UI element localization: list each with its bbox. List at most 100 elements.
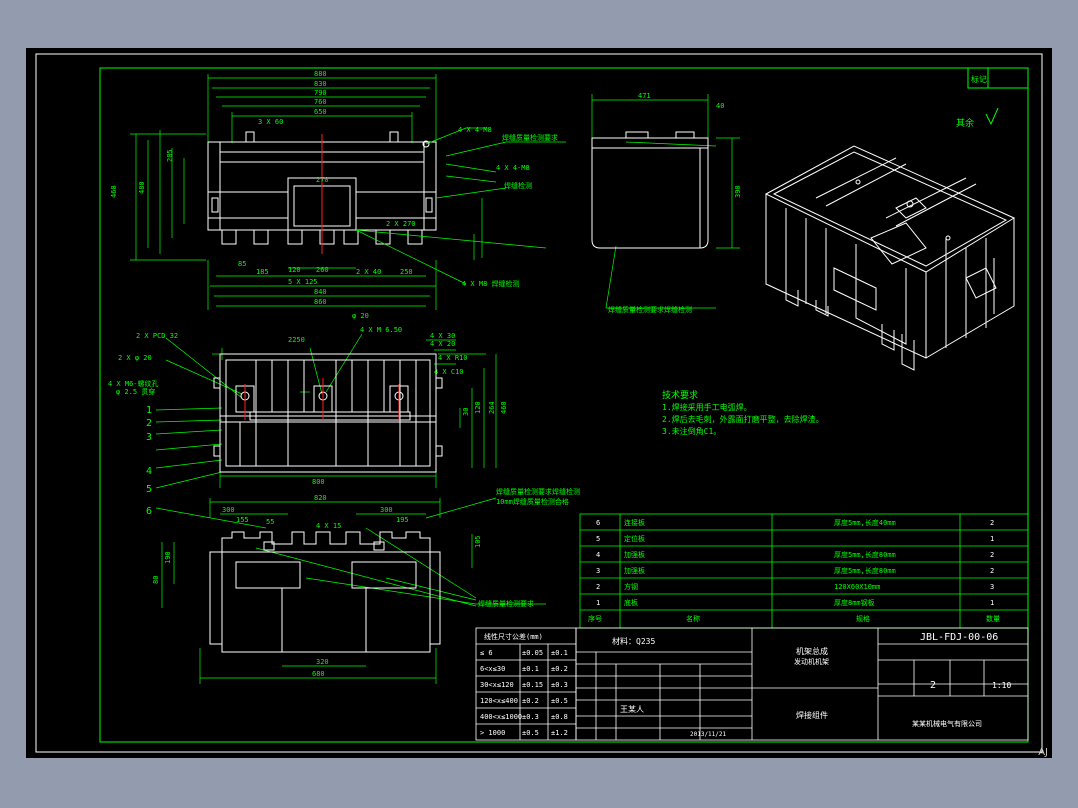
svg-text:30: 30 xyxy=(462,408,470,416)
part-subname: 发动机机架 xyxy=(794,657,829,666)
front-view xyxy=(155,333,497,489)
tol-fine: ±0.2 xyxy=(522,697,539,705)
bom-qty: 2 xyxy=(990,567,994,575)
corner-tag: AJ xyxy=(1038,747,1048,758)
bom-spec: 厚度8mm钢板 xyxy=(834,598,875,607)
svg-text:2: 2 xyxy=(146,418,152,429)
company-name: 某某机械电气有限公司 xyxy=(912,719,982,728)
tol-range: ≤ 6 xyxy=(480,649,493,657)
svg-text:80: 80 xyxy=(152,576,160,584)
tol-fine: ±0.15 xyxy=(522,681,543,689)
dim-830: 830 xyxy=(314,80,327,88)
drawing-canvas[interactable]: 标记 其余 xyxy=(26,48,1052,758)
outer-frame xyxy=(35,53,1043,753)
svg-text:5 X 125: 5 X 125 xyxy=(288,278,318,286)
bottom-view xyxy=(155,497,546,684)
tolerance-title: 线性尺寸公差(mm) xyxy=(484,632,543,641)
bom-no: 4 xyxy=(596,551,600,559)
tol-range: 400<x≤1000 xyxy=(480,713,522,721)
bom-spec: 厚度5mm,长度80mm xyxy=(834,566,896,575)
tol-fine: ±0.1 xyxy=(522,665,539,673)
tol-medium: ±1.2 xyxy=(551,729,568,737)
svg-text:6: 6 xyxy=(146,506,152,517)
svg-text:390: 390 xyxy=(734,185,742,198)
bom-table xyxy=(579,513,1029,629)
part-numbers: 1 2 3 4 5 6 xyxy=(146,405,152,517)
tol-range: > 1000 xyxy=(480,729,505,737)
svg-text:40: 40 xyxy=(716,102,724,110)
svg-text:4 X 20: 4 X 20 xyxy=(430,340,455,348)
svg-text:860: 860 xyxy=(314,298,327,306)
svg-text:320: 320 xyxy=(316,658,329,666)
drawing-number: JBL-FDJ-00-06 xyxy=(920,632,998,643)
tol-fine: ±0.05 xyxy=(522,649,543,657)
tol-medium: ±0.8 xyxy=(551,713,568,721)
svg-text:285: 285 xyxy=(166,149,174,162)
tol-fine: ±0.5 xyxy=(522,729,539,737)
svg-text:840: 840 xyxy=(314,288,327,296)
mark-box xyxy=(967,67,1029,89)
svg-text:300: 300 xyxy=(222,506,235,514)
bom-qty: 1 xyxy=(990,535,994,543)
dim-790: 790 xyxy=(314,89,327,97)
svg-text:190: 190 xyxy=(164,551,172,564)
svg-text:5: 5 xyxy=(146,484,152,495)
technical-notes: 技术要求 1.焊接采用手工电弧焊。 2.焊后去毛刺，外露面打磨平整，去除焊渣。 … xyxy=(662,389,824,436)
mark-box-label: 标记 xyxy=(971,74,987,84)
tech-note-1: 1.焊接采用手工电弧焊。 xyxy=(662,402,752,412)
bom-qty: 3 xyxy=(990,583,994,591)
dim-880: 880 xyxy=(314,70,327,78)
bom-name: 方钢 xyxy=(624,582,638,591)
svg-text:105: 105 xyxy=(474,535,482,548)
svg-text:4 X 30: 4 X 30 xyxy=(430,332,455,340)
cad-drawing: 标记 其余 xyxy=(35,53,1043,753)
bom-no: 1 xyxy=(596,599,600,607)
top-view xyxy=(130,74,566,310)
svg-text:2 X 40: 2 X 40 xyxy=(356,268,381,276)
scale-value: 1:10 xyxy=(992,681,1011,690)
bom-name: 连接板 xyxy=(624,518,645,527)
title-block xyxy=(575,627,1029,741)
svg-text:1: 1 xyxy=(146,405,152,416)
tolerance-rows: ≤ 6±0.05±0.16<x≤30±0.1±0.230<x≤120±0.15±… xyxy=(480,649,568,737)
svg-text:195: 195 xyxy=(396,516,409,524)
bom-no: 3 xyxy=(596,567,600,575)
bom-no: 2 xyxy=(596,583,600,591)
tol-range: 120<x≤400 xyxy=(480,697,518,705)
svg-text:155: 155 xyxy=(236,516,249,524)
side-view-dims: 471 40 390 焊缝质量检测要求焊缝检测 xyxy=(608,92,742,314)
bom-name: 加强板 xyxy=(624,566,645,575)
bom-qty: 2 xyxy=(990,551,994,559)
bom-name: 底板 xyxy=(624,598,638,607)
bom-header-name: 名称 xyxy=(686,614,700,623)
svg-text:4 X M8 焊缝检测: 4 X M8 焊缝检测 xyxy=(462,279,520,288)
bom-no: 5 xyxy=(596,535,600,543)
svg-text:2 X φ 20: 2 X φ 20 xyxy=(118,354,152,362)
quantity-value: 2 xyxy=(930,680,936,691)
tol-medium: ±0.1 xyxy=(551,649,568,657)
svg-text:焊缝质量检测要求: 焊缝质量检测要求 xyxy=(502,133,558,142)
tech-note-3: 3.未注倒角C1。 xyxy=(662,426,721,436)
svg-text:10mm焊缝质量检测合格: 10mm焊缝质量检测合格 xyxy=(496,497,569,506)
tol-range: 6<x≤30 xyxy=(480,665,505,673)
svg-text:471: 471 xyxy=(638,92,651,100)
svg-text:185: 185 xyxy=(256,268,269,276)
isometric-view xyxy=(764,145,1016,371)
svg-text:4 X 4-M8: 4 X 4-M8 xyxy=(496,164,530,172)
svg-text:85: 85 xyxy=(238,260,246,268)
svg-text:4: 4 xyxy=(146,466,152,477)
bom-spec: 120X60X10mm xyxy=(834,583,880,591)
dim-760: 760 xyxy=(314,98,327,106)
svg-text:460: 460 xyxy=(110,185,118,198)
svg-text:3: 3 xyxy=(146,432,152,443)
svg-text:焊缝质量检测要求焊缝检测: 焊缝质量检测要求焊缝检测 xyxy=(496,487,580,496)
side-view xyxy=(591,94,740,309)
svg-text:4 X R10: 4 X R10 xyxy=(438,354,468,362)
bom-name: 加强板 xyxy=(624,550,645,559)
svg-text:φ 2.5 贯穿: φ 2.5 贯穿 xyxy=(116,387,155,396)
designer-name: 王某人 xyxy=(620,705,644,714)
bom-spec: 厚度5mm,长度40mm xyxy=(834,518,896,527)
svg-text:2250: 2250 xyxy=(288,336,305,344)
svg-text:2 X PCD 32: 2 X PCD 32 xyxy=(136,332,178,340)
